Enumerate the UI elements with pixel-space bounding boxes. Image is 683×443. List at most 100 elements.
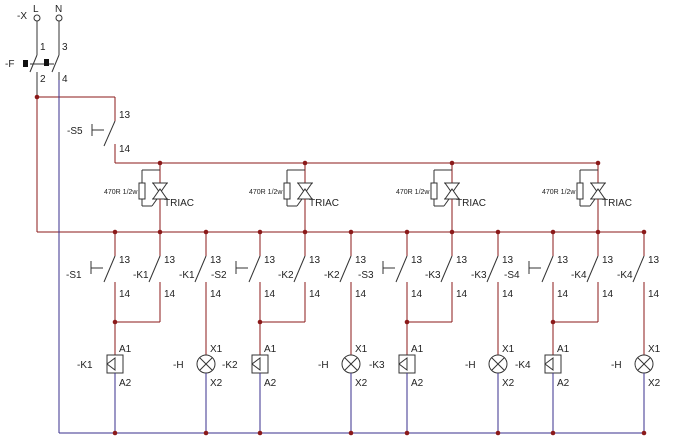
contact-pin-bottom: 14: [264, 289, 276, 300]
supply-live-label: -X: [17, 11, 27, 22]
junction-dot: [550, 319, 556, 325]
relay-contact-icon: [586, 255, 599, 283]
contact-pin-bottom: 14: [210, 289, 222, 300]
breaker-pin-3: 3: [62, 42, 68, 53]
relay-contact-label: -K3: [425, 270, 441, 281]
contact-pin-bottom: 14: [309, 289, 321, 300]
coil-pin-top: A1: [264, 344, 277, 355]
lamp-label: -H: [318, 360, 329, 371]
breaker-pin-2: 2: [40, 74, 46, 85]
relay-contact-label: -K1: [133, 270, 149, 281]
relay-coil-mark: [106, 357, 116, 371]
pushbutton-label: -S3: [358, 270, 374, 281]
contact-pin-top: 13: [557, 255, 569, 266]
junction-dot: [112, 319, 118, 325]
lamp-pin-top: X1: [355, 344, 368, 355]
relay-contact-label: -K3: [471, 270, 487, 281]
relay-coil-label: -K3: [369, 360, 385, 371]
relay-contact-icon: [194, 255, 207, 283]
relay-contact-label: -K2: [278, 270, 294, 281]
lamp-pin-top: X1: [502, 344, 515, 355]
relay-contact-icon: [632, 255, 645, 283]
lamp-pin-bottom: X2: [210, 378, 223, 389]
lamp-label: -H: [173, 360, 184, 371]
breaker-contact-neutral: [51, 54, 60, 73]
relay-coil-mark: [544, 357, 554, 371]
lamp-pin-bottom: X2: [502, 378, 515, 389]
contact-pin-bottom: 14: [164, 289, 176, 300]
pushbutton-contact-icon: [103, 255, 116, 283]
contact-pin-bottom: 14: [648, 289, 660, 300]
s5-contact-icon: [103, 120, 116, 147]
junction-dot: [257, 319, 263, 325]
resistor-label: 470R 1/2w: [104, 189, 138, 196]
triac-gate-lead: [443, 198, 450, 207]
pushbutton-label: -S2: [211, 270, 227, 281]
triac-label: TRIAC: [309, 198, 339, 209]
breaker-pin-1: 1: [40, 42, 46, 53]
contact-pin-bottom: 14: [602, 289, 614, 300]
contact-pin-top: 13: [309, 255, 321, 266]
resistor-label: 470R 1/2w: [542, 189, 576, 196]
relay-contact-icon: [293, 255, 306, 283]
contact-pin-top: 13: [456, 255, 468, 266]
lamp-label: -H: [465, 360, 476, 371]
relay-contact-label: -K4: [571, 270, 587, 281]
coil-pin-top: A1: [557, 344, 570, 355]
contact-pin-bottom: 14: [411, 289, 423, 300]
contact-pin-bottom: 14: [456, 289, 468, 300]
resistor-icon: [138, 182, 146, 200]
relay-coil-mark: [251, 357, 261, 371]
junction-dot: [203, 430, 209, 436]
contact-pin-top: 13: [119, 255, 131, 266]
relay-coil-label: -K2: [222, 360, 238, 371]
contact-pin-top: 13: [602, 255, 614, 266]
junction-dot: [641, 430, 647, 436]
junction-dot: [495, 430, 501, 436]
contact-pin-bottom: 14: [355, 289, 367, 300]
start-button-pin-top: 13: [119, 110, 131, 121]
relay-contact-icon: [339, 255, 352, 283]
triac-label: TRIAC: [602, 198, 632, 209]
relay-coil-mark: [398, 357, 408, 371]
lamp-pin-top: X1: [648, 344, 661, 355]
relay-contact-label: -K4: [617, 270, 633, 281]
relay-contact-label: -K2: [324, 270, 340, 281]
breaker-label: -F: [5, 59, 14, 70]
junction-dot: [257, 430, 263, 436]
contact-pin-top: 13: [210, 255, 222, 266]
pushbutton-label: -S1: [66, 270, 82, 281]
coil-pin-bottom: A2: [557, 378, 570, 389]
pushbutton-contact-icon: [395, 255, 408, 283]
triac-gate-lead: [296, 198, 303, 207]
coil-pin-top: A1: [119, 344, 132, 355]
contact-pin-bottom: 14: [119, 289, 131, 300]
start-button-pin-bottom: 14: [119, 144, 131, 155]
resistor-icon: [283, 182, 291, 200]
neutral-terminal-icon: [55, 14, 63, 22]
breaker-trip-icon: [23, 60, 28, 67]
lamp-cross: [199, 357, 213, 371]
relay-contact-icon: [148, 255, 161, 283]
live-terminal-icon: [33, 14, 41, 22]
lamp-pin-bottom: X2: [355, 378, 368, 389]
junction-dot: [550, 430, 556, 436]
supply-neutral-terminal: N: [55, 4, 62, 15]
relay-coil-label: -K4: [515, 360, 531, 371]
coil-pin-bottom: A2: [411, 378, 424, 389]
contact-pin-top: 13: [264, 255, 276, 266]
relay-contact-icon: [440, 255, 453, 283]
pushbutton-contact-icon: [248, 255, 261, 283]
resistor-label: 470R 1/2w: [249, 189, 283, 196]
contact-pin-top: 13: [355, 255, 367, 266]
resistor-icon: [430, 182, 438, 200]
lamp-pin-bottom: X2: [648, 378, 661, 389]
coil-pin-bottom: A2: [264, 378, 277, 389]
junction-dot: [112, 430, 118, 436]
contact-pin-bottom: 14: [502, 289, 514, 300]
junction-dot: [404, 430, 410, 436]
junction-dot: [404, 319, 410, 325]
contact-pin-top: 13: [164, 255, 176, 266]
relay-contact-label: -K1: [179, 270, 195, 281]
junction-dot: [34, 94, 40, 100]
